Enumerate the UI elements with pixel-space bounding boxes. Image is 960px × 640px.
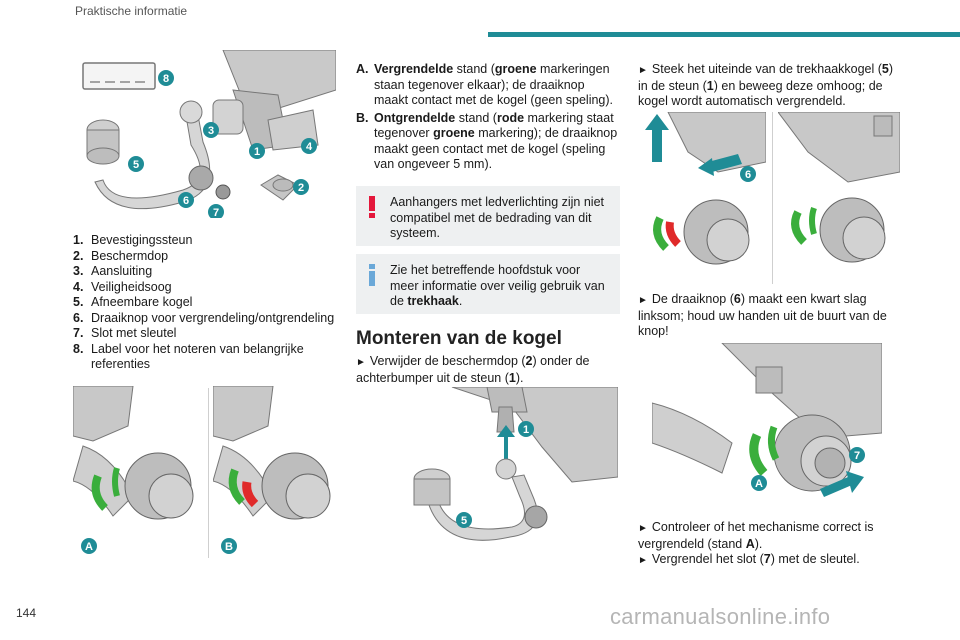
bullet-arrow: ► xyxy=(638,555,648,566)
parts-list-item: 6.Draaiknop voor vergrendeling/ontgrende… xyxy=(73,310,335,325)
running-header: Praktische informatie xyxy=(75,4,188,18)
label-5: 5 xyxy=(461,515,467,527)
exclamation-icon xyxy=(369,196,375,218)
figure-insert-ball-left: 6 xyxy=(638,112,766,284)
bullet-arrow: ► xyxy=(356,357,366,368)
label-6: 6 xyxy=(183,195,189,207)
figure-knob-lock: 7 A xyxy=(652,343,882,511)
label-1: 1 xyxy=(523,424,529,436)
parts-list-item: 7.Slot met sleutel xyxy=(73,326,177,340)
positions-description: A. Vergrendelde stand (groene markeringe… xyxy=(356,62,620,175)
label-6: 6 xyxy=(745,169,751,181)
label-3: 3 xyxy=(208,125,214,137)
figure-towbar-overview: 8 3 1 4 5 2 6 7 xyxy=(73,50,336,218)
position-a-item: A. Vergrendelde stand (groene markeringe… xyxy=(356,62,614,107)
figure-position-b: B xyxy=(213,386,337,558)
figure-position-a: A xyxy=(73,386,201,558)
label-a: A xyxy=(85,541,93,553)
parts-list-item: 5.Afneembare kogel xyxy=(73,295,193,309)
parts-list-item: 3.Aansluiting xyxy=(73,264,153,278)
figure-divider xyxy=(772,112,773,284)
info-icon xyxy=(369,264,375,286)
label-a: A xyxy=(755,478,763,490)
bullet-arrow: ► xyxy=(638,65,648,76)
label-7: 7 xyxy=(854,450,860,462)
step-remove-cap: ►Verwijder de beschermdop (2) onder de a… xyxy=(356,354,590,385)
bullet-arrow: ► xyxy=(638,295,648,306)
figure-insert-ball-right xyxy=(778,112,900,284)
section-title: Monteren van de kogel xyxy=(356,328,562,349)
step-insert-ball: ►Steek het uiteinde van de trekhaakkogel… xyxy=(638,62,894,108)
parts-list-item: 2.Beschermdop xyxy=(73,248,169,263)
parts-list-item: 1.Bevestigingssteun xyxy=(73,233,193,247)
figure-remove-cap: 1 5 xyxy=(402,387,618,559)
parts-list-item: 4.Veiligheidsoog xyxy=(73,279,172,294)
step-check-lock: ►Controleer of het mechanisme correct is… xyxy=(638,520,874,551)
warning-box: Aanhangers met ledverlichting zijn niet … xyxy=(356,186,620,246)
figure-divider xyxy=(208,388,209,558)
label-b: B xyxy=(225,541,233,553)
label-2: 2 xyxy=(298,182,304,194)
bullet-arrow: ► xyxy=(638,523,648,534)
position-b-item: B. Ontgrendelde stand (rode markering st… xyxy=(356,110,618,172)
header-accent-bar xyxy=(488,32,960,37)
label-8: 8 xyxy=(163,73,169,85)
label-7: 7 xyxy=(213,207,219,218)
parts-list-item: 8.Label voor het noteren van belangrijke… xyxy=(73,341,304,372)
info-box: Zie het betreffende hoofdstuk voor meer … xyxy=(356,254,620,314)
label-1: 1 xyxy=(254,146,260,158)
watermark: carmanualsonline.info xyxy=(610,604,831,629)
label-5: 5 xyxy=(133,159,139,171)
step-lock-key: ►Vergrendel het slot (7) met de sleutel. xyxy=(638,552,860,566)
page-number: 144 xyxy=(16,606,37,620)
label-4: 4 xyxy=(306,141,313,153)
step-quarter-turn: ►De draaiknop (6) maakt een kwart slag l… xyxy=(638,292,887,338)
